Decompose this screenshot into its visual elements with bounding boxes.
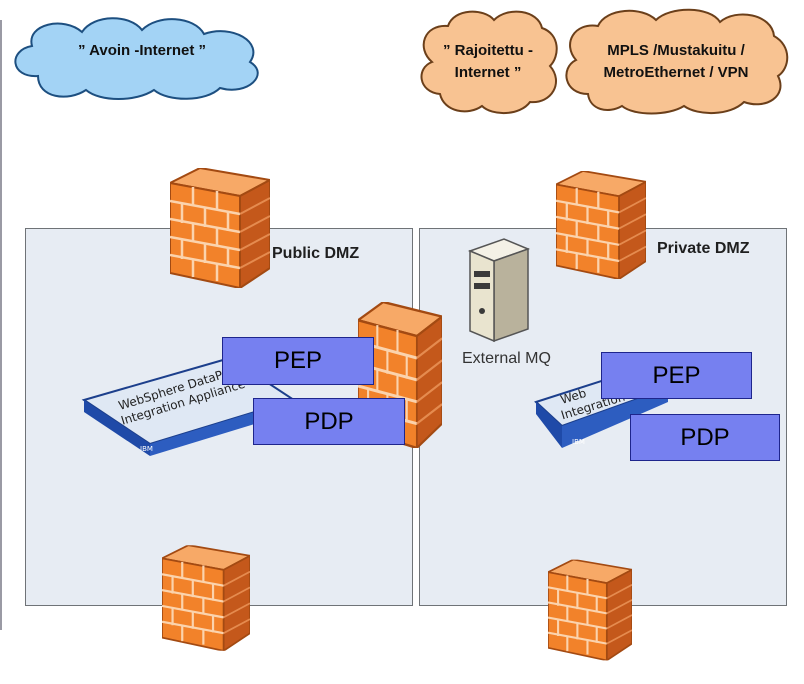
pep-box: PEP (222, 337, 374, 385)
pdp-box: PDP (253, 398, 405, 445)
restricted-internet-cloud (420, 10, 558, 114)
restricted-internet-line2: Internet ” (454, 64, 522, 81)
firewall-icon (556, 160, 646, 290)
open-internet-label: ” Avoin -Internet ” (77, 42, 207, 59)
open-internet-cloud (14, 17, 259, 100)
server-icon (467, 238, 531, 343)
firewall-icon (548, 546, 632, 674)
firewall-icon (170, 162, 270, 294)
firewall-icon (162, 534, 250, 662)
ibm-logo: IBM (140, 445, 153, 453)
external-mq-label: External MQ (462, 350, 551, 367)
public-dmz-label: Public DMZ (272, 245, 360, 262)
mpls-line2: MetroEthernet / VPN (603, 64, 749, 81)
pdp-box: PDP (630, 414, 780, 461)
pep-box: PEP (601, 352, 752, 399)
restricted-internet-line1: ” Rajoitettu - (443, 42, 533, 59)
mpls-cloud (565, 8, 789, 115)
ibm-logo: IBM (572, 438, 585, 446)
left-edge-line (0, 20, 2, 630)
datapower-appliance-icon: WebSphere DataPower Integration Applianc… (81, 356, 297, 456)
restricted-internet-label: ” Rajoitettu - Internet ” (422, 40, 554, 84)
mpls-label: MPLS /Mustakuitu / MetroEthernet / VPN (568, 40, 784, 84)
mpls-line1: MPLS /Mustakuitu / (607, 42, 745, 59)
private-dmz-label: Private DMZ (657, 240, 750, 257)
